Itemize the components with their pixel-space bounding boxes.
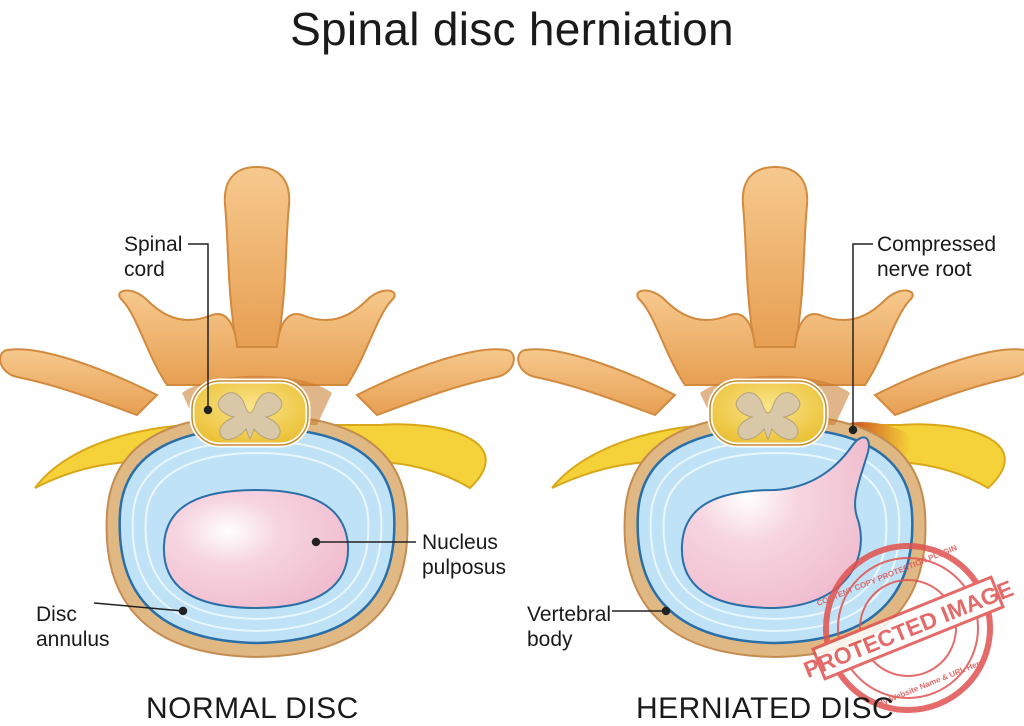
leader-lines bbox=[93, 243, 873, 616]
leader-nerve-root bbox=[852, 243, 873, 430]
label-nucleus-pulposus: Nucleus pulposus bbox=[422, 531, 507, 579]
spinal-cord-herniated bbox=[710, 381, 826, 445]
label-compressed-nerve-root: Compressed nerve root bbox=[877, 233, 997, 281]
caption-normal-disc: NORMAL DISC bbox=[146, 692, 359, 725]
herniated-disc-illustration bbox=[517, 166, 1024, 659]
herniated-nucleus bbox=[680, 436, 870, 610]
leader-annulus bbox=[93, 602, 184, 612]
label-disc-annulus: Disc annulus bbox=[36, 603, 110, 651]
normal-disc-illustration bbox=[0, 166, 515, 659]
label-spinal-cord: Spinal cord bbox=[124, 233, 183, 281]
nucleus-pulposus bbox=[162, 488, 350, 610]
caption-herniated-disc: HERNIATED DISC bbox=[636, 692, 895, 725]
leader-spinal-cord bbox=[188, 243, 209, 410]
page-title: Spinal disc herniation bbox=[290, 3, 734, 55]
label-vertebral-body: Vertebral body bbox=[527, 603, 612, 651]
